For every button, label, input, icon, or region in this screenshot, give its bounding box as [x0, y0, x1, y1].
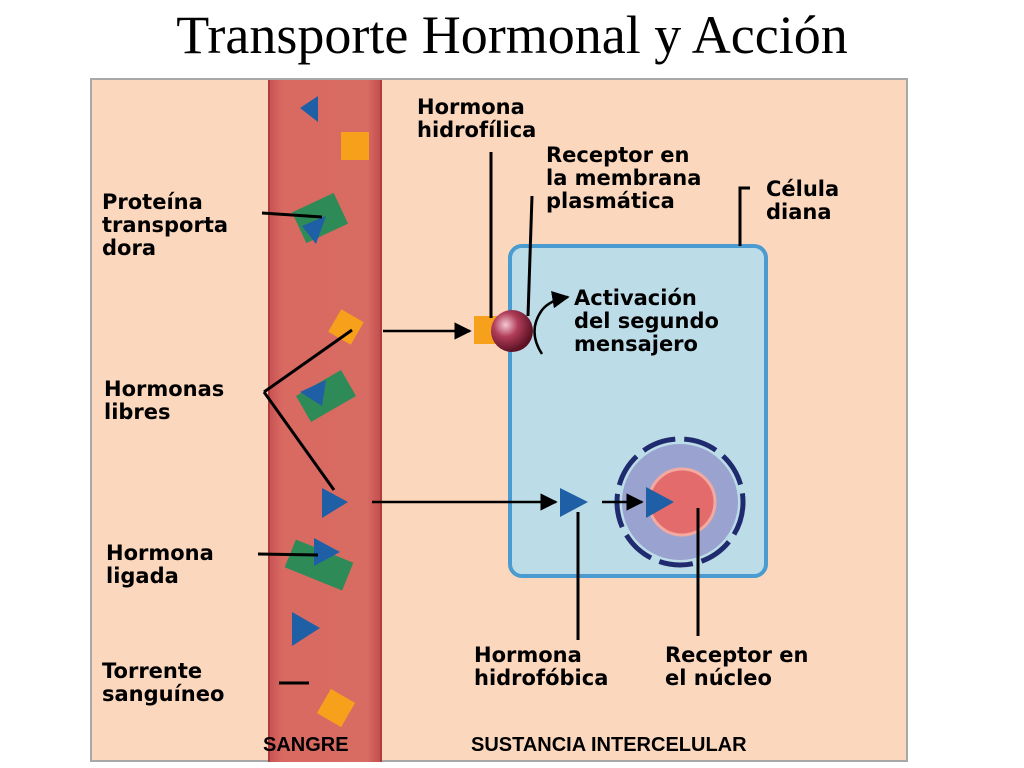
transport-protein-complex [295, 370, 357, 422]
label-hydrophilic-hormone: Hormona hidrofílica [417, 95, 537, 142]
label-nuclear-receptor: Receptor en el núcleo [665, 643, 809, 690]
arrow-second-messenger [533, 290, 570, 355]
leader-lines [257, 152, 750, 640]
blood-hormones [279, 96, 369, 728]
label-second-messenger: Activación del segundo mensajero [574, 286, 719, 356]
membrane-receptor [474, 310, 533, 352]
label-free-hormones: Hormonas libres [104, 377, 225, 424]
label-membrane-receptor: Receptor en la membrana plasmática [546, 143, 702, 213]
hydrophobic-hormone-in-nucleus [646, 487, 674, 518]
arrows [372, 290, 644, 511]
label-transport-protein: Proteína transporta dora [102, 190, 229, 260]
bound-hormone-complex [284, 538, 354, 591]
diagram-title: Transporte Hormonal y Acción [176, 5, 848, 65]
intercellular-panel [90, 78, 908, 762]
hydrophilic-hormone-square [316, 688, 356, 728]
footer-blood: SANGRE [263, 734, 349, 756]
label-target-cell: Célula diana [766, 177, 840, 224]
hydrophobic-hormone-triangle [292, 612, 320, 646]
leader-membrane-receptor [526, 195, 534, 317]
hydrophilic-hormone-square [341, 132, 369, 160]
hydrophobic-hormone-in-cell [560, 488, 588, 517]
label-hydrophobic-hormone: Hormona hidrofóbica [474, 643, 609, 690]
leader-free-1 [263, 328, 353, 394]
leader-protein [261, 211, 323, 219]
footer-intercellular: SUSTANCIA INTERCELULAR [471, 734, 747, 756]
leader-free-2 [262, 391, 336, 491]
free-hydrophobic-hormone [322, 488, 348, 518]
transport-protein-complex [291, 192, 349, 244]
free-hydrophilic-hormone [328, 309, 364, 345]
leader-cell-bracket-top [738, 186, 750, 200]
label-bound-hormone: Hormona ligada [106, 541, 214, 588]
label-bloodstream: Torrente sanguíneo [102, 659, 225, 706]
blood-vessel [268, 80, 382, 762]
hydrophobic-hormone-triangle [300, 96, 318, 122]
leader-bound [257, 552, 319, 557]
